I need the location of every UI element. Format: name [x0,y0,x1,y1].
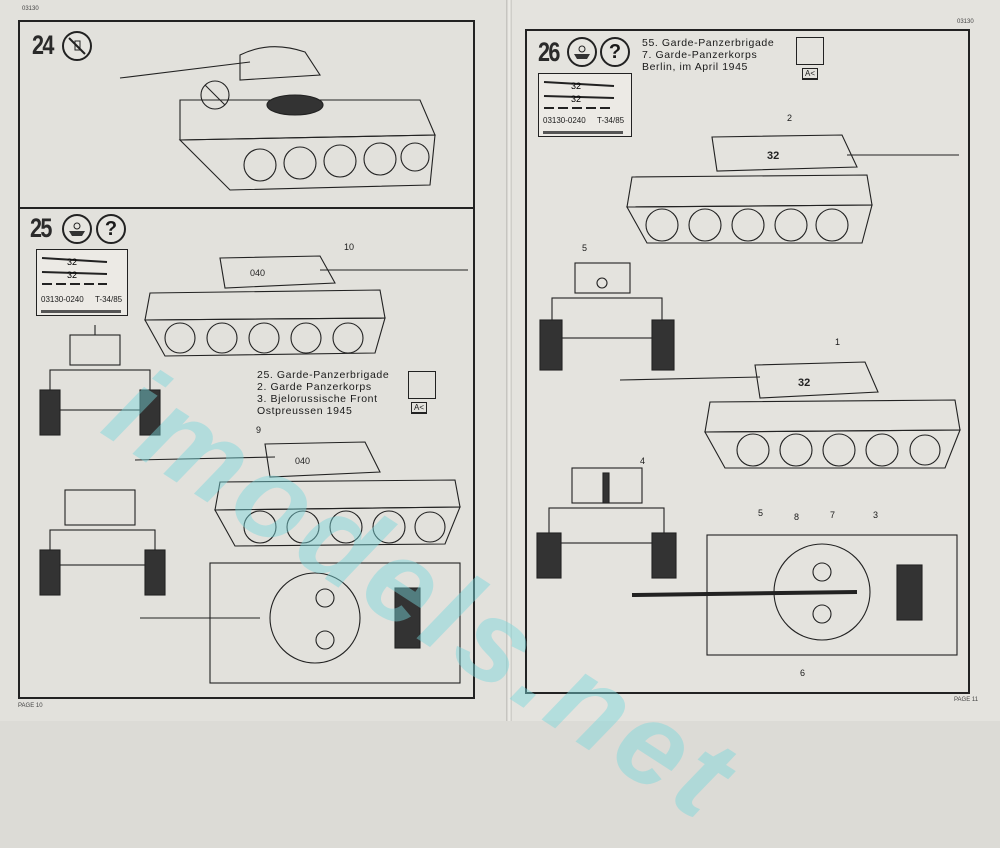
decal-water-icon [567,37,597,67]
turret-number: 040 [250,268,265,278]
tank-top-view [631,534,958,656]
unit-info-line: 55. Garde-Panzerbrigade [642,37,775,49]
tank-assembly-illustration [119,46,436,191]
unit-info-line: 3. Bjelorussische Front [257,393,378,405]
svg-text:32: 32 [571,94,581,104]
question-icon: ? [96,214,126,244]
tank-front-view [39,325,161,436]
step-number-26: 26 [538,37,560,67]
decal-water-icon [62,214,92,244]
fine-print [543,131,623,134]
page-gutter [506,0,512,721]
color-swatch [408,371,436,399]
decal-sheet-code: 03130-0240 [543,116,586,125]
unit-info-line: Berlin, im April 1945 [642,61,748,73]
svg-text:32: 32 [67,270,77,280]
callout-5: 5 [582,243,588,253]
callout-4: 4 [640,456,646,466]
tank-rear-view [39,489,166,596]
step-divider [18,207,473,209]
fine-print [41,310,121,313]
tank-side-view-left: 040 [134,441,461,547]
decal-sheet: 32 32 03130-0240 T-34/85 [538,73,632,137]
turret-number: 32 [767,150,779,162]
question-icon: ? [600,37,630,67]
color-swatch [796,37,824,65]
tank-rear-view [536,467,677,579]
tank-side-view-right: 32 [626,134,959,244]
callout-7: 7 [830,510,836,520]
callout-5: 5 [758,508,764,518]
callout-8: 8 [794,512,800,522]
decal-sheet-model: T-34/85 [597,116,625,125]
color-label: A< [411,402,428,414]
unit-info-line: 2. Garde Panzerkorps [257,381,372,393]
unit-info: 55. Garde-Panzerbrigade 7. Garde-Panzerk… [642,37,774,73]
callout-1: 1 [835,337,841,347]
page-number: PAGE 10 [18,703,43,709]
instruction-frame [18,20,475,699]
instruction-frame [525,29,970,694]
left-page: 03130 24 25 ? 32 32 03130-0240 T-34/85 10… [0,0,506,721]
callout-10: 10 [344,242,355,252]
unit-info-line: 25. Garde-Panzerbrigade [257,369,390,381]
step-number-24: 24 [32,30,54,60]
no-glue-icon [62,31,92,61]
turret-number: 32 [798,377,810,389]
unit-info: 25. Garde-Panzerbrigade 2. Garde Panzerk… [257,369,389,417]
callout-9: 9 [256,425,262,435]
decal-sheet: 32 32 03130-0240 T-34/85 [36,249,128,316]
step-number-25: 25 [30,213,52,243]
tank-top-view [140,562,461,684]
page-number: PAGE 11 [954,697,979,703]
header-code: 03130 [22,6,39,12]
unit-info-line: 7. Garde-Panzerkorps [642,49,758,61]
callout-2: 2 [787,113,793,123]
callout-6: 6 [800,668,806,678]
decal-sheet-code: 03130-0240 [41,295,84,304]
decal-sheet-model: T-34/85 [95,295,123,304]
tank-front-view [539,262,675,371]
svg-text:32: 32 [571,81,581,91]
turret-number: 040 [295,456,310,466]
svg-text:32: 32 [67,257,77,267]
unit-info-line: Ostpreussen 1945 [257,405,353,417]
header-code: 03130 [957,19,974,25]
callout-3: 3 [873,510,879,520]
tank-side-view-left: 32 [619,361,961,469]
color-label: A< [802,68,819,80]
tank-side-view-right: 040 [144,255,468,357]
